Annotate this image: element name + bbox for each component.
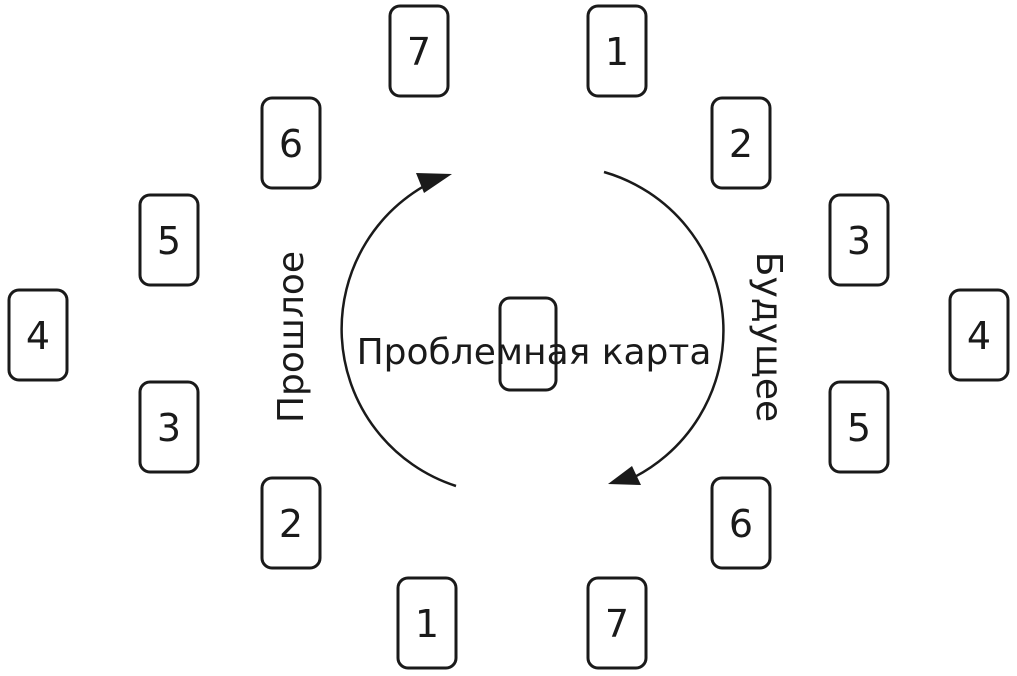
future-card-2: 2 bbox=[710, 96, 772, 190]
past-card-6-number: 6 bbox=[279, 122, 303, 166]
past-card-2-number: 2 bbox=[279, 502, 303, 546]
future-card-6-number: 6 bbox=[729, 502, 753, 546]
past-card-3-number: 3 bbox=[157, 406, 181, 450]
future-card-5-number: 5 bbox=[847, 406, 871, 450]
future-card-1-number: 1 bbox=[605, 30, 629, 74]
past-arrow-icon bbox=[416, 173, 452, 193]
past-card-5: 5 bbox=[138, 193, 200, 287]
past-card-7-number: 7 bbox=[407, 30, 431, 74]
past-card-1: 1 bbox=[396, 576, 458, 670]
problem-card-label: Проблемная карта bbox=[357, 332, 712, 373]
past-label: Прошлое bbox=[271, 251, 312, 423]
past-card-3: 3 bbox=[138, 380, 200, 474]
future-card-7: 7 bbox=[586, 576, 648, 670]
future-card-3: 3 bbox=[828, 193, 890, 287]
past-card-6: 6 bbox=[260, 96, 322, 190]
future-card-4-number: 4 bbox=[967, 314, 991, 358]
past-card-4-number: 4 bbox=[26, 314, 50, 358]
problem-card bbox=[498, 296, 558, 392]
past-arc bbox=[340, 176, 457, 488]
past-card-2: 2 bbox=[260, 476, 322, 570]
past-card-4: 4 bbox=[7, 288, 69, 382]
future-label: Будущее bbox=[748, 252, 789, 422]
future-card-7-number: 7 bbox=[605, 602, 629, 646]
future-arc bbox=[603, 170, 725, 484]
past-card-7: 7 bbox=[388, 4, 450, 98]
past-card-1-number: 1 bbox=[415, 602, 439, 646]
future-arrow-icon bbox=[608, 466, 641, 485]
future-card-3-number: 3 bbox=[847, 219, 871, 263]
future-card-4: 4 bbox=[948, 288, 1010, 382]
future-card-2-number: 2 bbox=[729, 122, 753, 166]
future-card-6: 6 bbox=[710, 476, 772, 570]
future-card-1: 1 bbox=[586, 4, 648, 98]
past-card-5-number: 5 bbox=[157, 219, 181, 263]
future-card-5: 5 bbox=[828, 380, 890, 474]
